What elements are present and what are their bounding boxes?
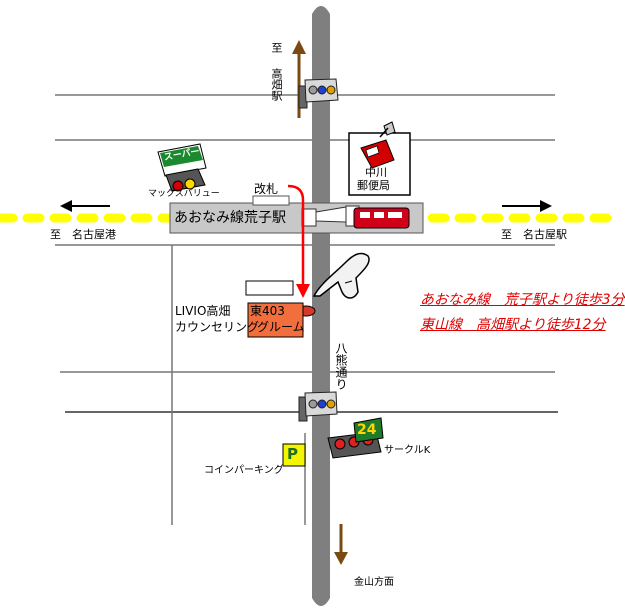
east-direction-label: 至 名古屋駅 (501, 228, 567, 241)
access-line-1: あおなみ線 荒子駅より徒歩3分 (420, 292, 625, 308)
coin-parking-label: コインパーキング (204, 465, 284, 476)
pointing-hand-icon (312, 252, 370, 299)
circle-k-label: サークルK (384, 445, 431, 456)
clinic-name-b: 東403 (250, 304, 285, 318)
clinic-box (247, 302, 304, 338)
clinic-subname-b: グルーム (257, 320, 305, 334)
traffic-light-icon (298, 78, 339, 109)
supermarket-name: マックスバリュー (148, 189, 220, 199)
parking-letter: P (287, 445, 298, 463)
street-name-label: 八熊通り (334, 342, 348, 390)
clinic-name-a: LIVIO高畑 (175, 304, 231, 318)
traffic-light-icon (298, 391, 338, 422)
main-road (312, 6, 330, 606)
store-24-label: 24 (357, 422, 377, 438)
post-office-icon (348, 121, 411, 196)
map: 至 高畑駅 中川 郵便局 スーパー マックスバリュー 改札 あおなみ線荒子駅 至… (0, 6, 625, 606)
east-arrow-icon (502, 200, 552, 212)
access-line-2: 東山線 高畑駅より徒歩12分 (420, 317, 606, 333)
clinic-subname-a: カウンセリング (175, 320, 260, 334)
ticket-gate-box (252, 195, 290, 206)
south-direction-label: 金山方面 (354, 577, 394, 588)
route-arrow-icon (287, 184, 310, 298)
west-arrow-icon (60, 200, 110, 212)
north-station-label: 高畑駅 (270, 68, 283, 101)
clinic-sign-box (245, 280, 294, 296)
south-arrow-icon (334, 524, 348, 565)
station-name: あおなみ線荒子駅 (174, 210, 286, 226)
map-base (0, 6, 613, 606)
post-office-label-1: 中川 (365, 166, 387, 179)
train-icon (353, 207, 410, 229)
supermarket-icon (157, 143, 207, 192)
convenience-store-icon (327, 417, 384, 459)
north-to-label: 至 (270, 42, 283, 53)
parking-icon (282, 443, 306, 467)
post-office-label-2: 郵便局 (357, 179, 390, 192)
ticket-gate-label: 改札 (254, 182, 279, 196)
west-direction-label: 至 名古屋港 (50, 228, 116, 241)
